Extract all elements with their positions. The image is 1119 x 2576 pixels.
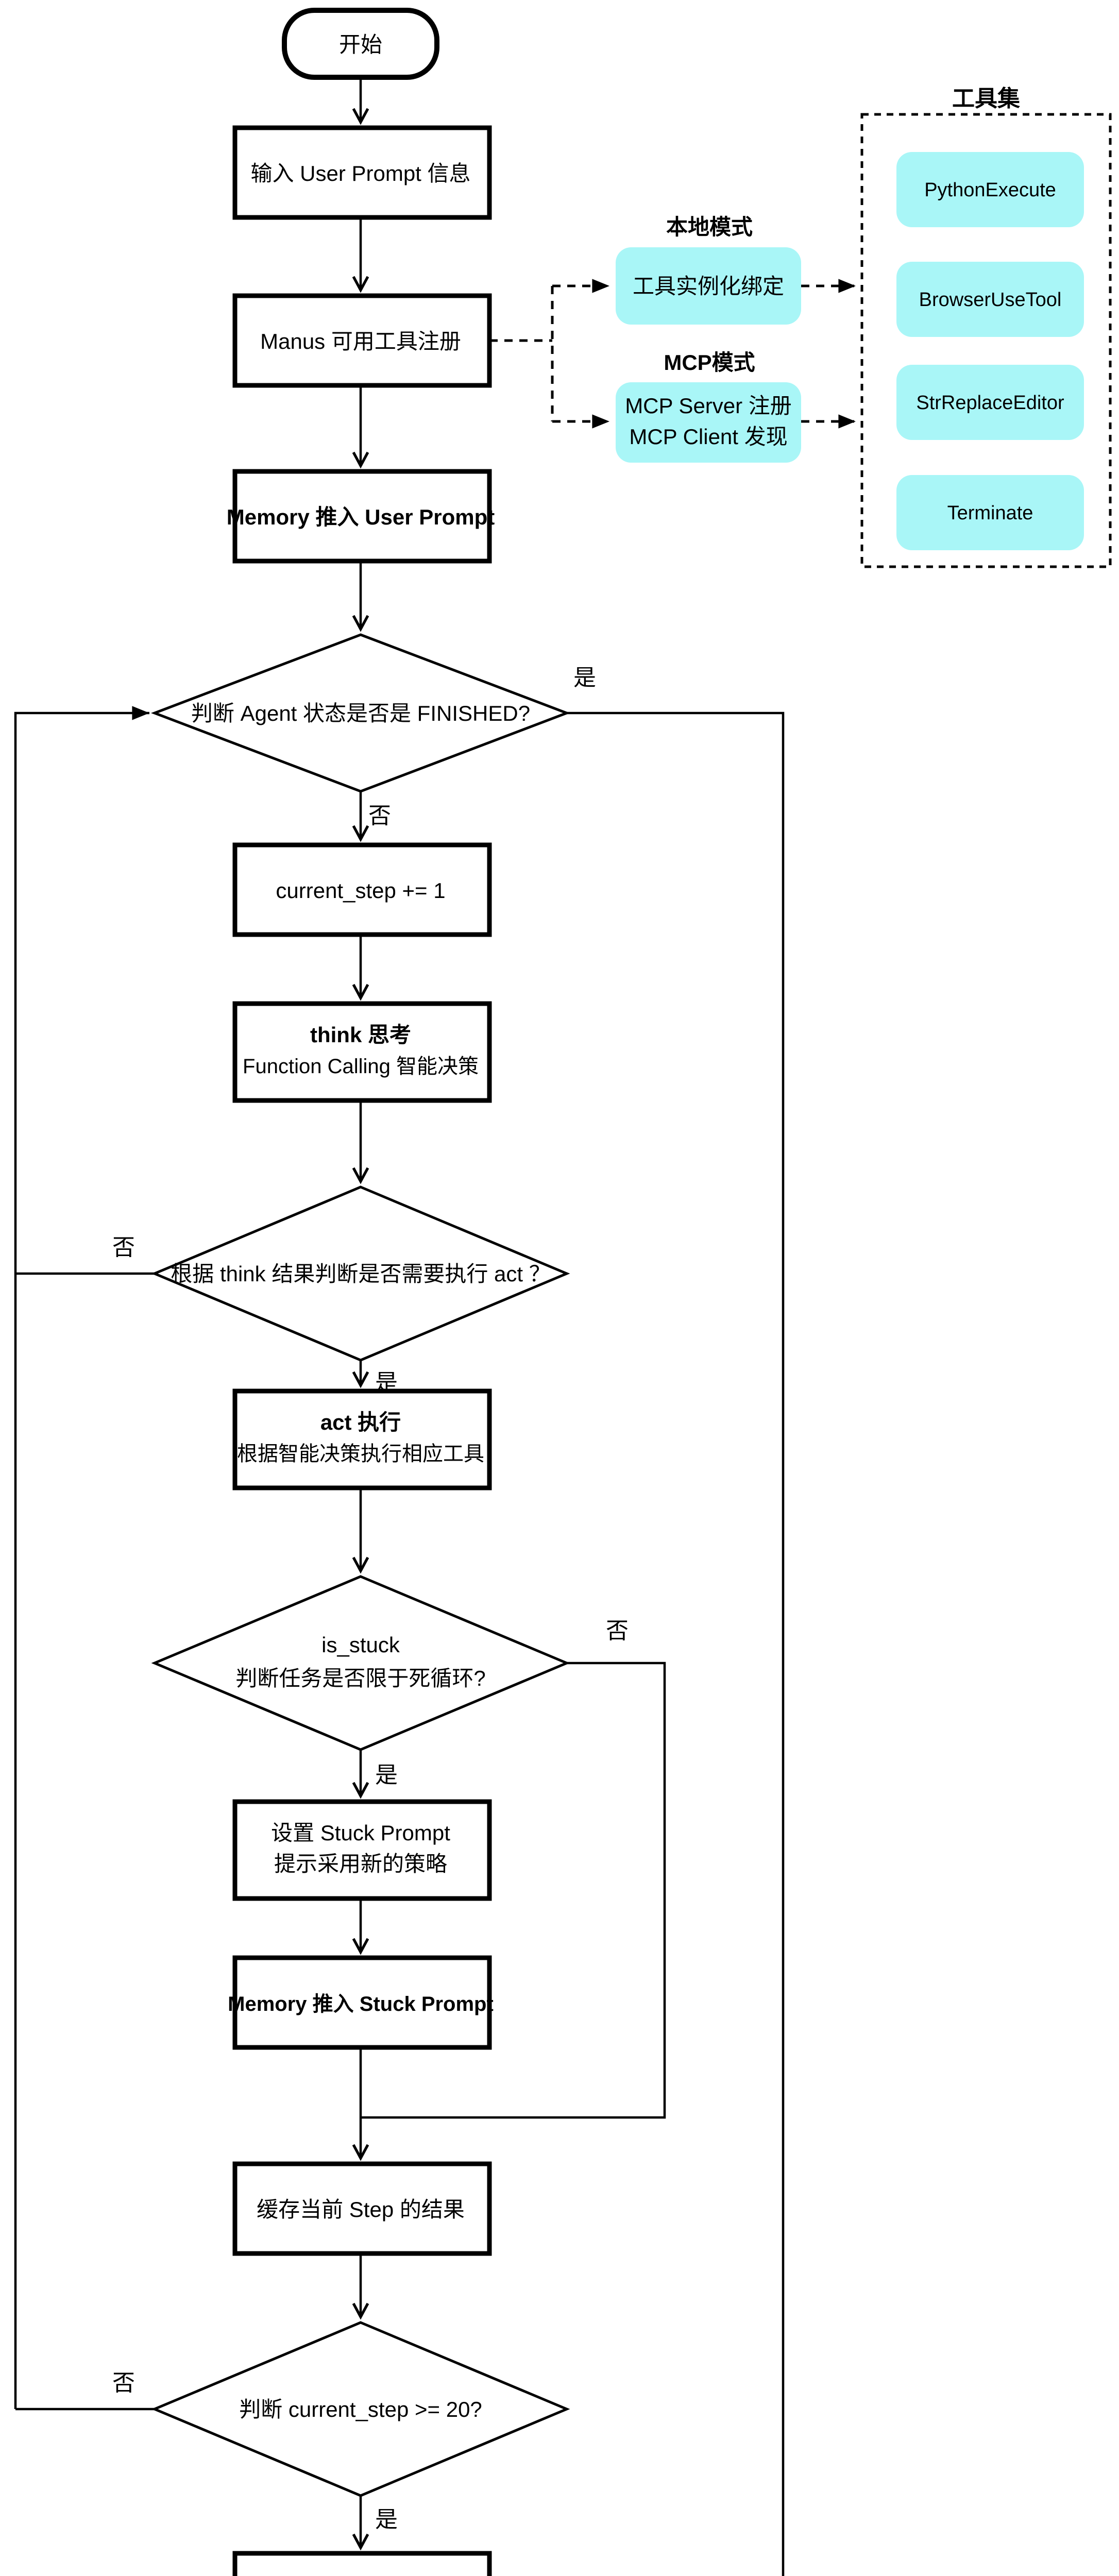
mcp-mode-box [616,382,801,463]
check-finished-diamond [150,633,571,793]
tool-str-replace-box [896,365,1084,440]
toolset-dashed-border [860,113,1112,568]
check-finished-label: 判断 Agent 状态是否是 FINISHED? [191,701,530,725]
check-max-step-label: 判断 current_step >= 20? [239,2397,482,2421]
edge-stuck-no-bypass [361,1662,666,2119]
mcp-mode-box-line2: MCP Client 发现 [629,425,787,449]
local-mode-label: 本地模式 [666,215,753,239]
think-title: think 思考 [310,1023,411,1047]
memory-push-user-label: Memory 推入 User Prompt [227,505,495,529]
tool-python-execute-label: PythonExecute [924,179,1056,201]
node-act: act 执行 根据智能决策执行相应工具 [232,1388,492,1490]
input-prompt-shape [232,125,492,220]
local-mode-group: 本地模式 工具实例化绑定 [616,215,801,325]
decision-check-act: 根据 think 结果判断是否需要执行 act ？ [151,1185,570,1362]
is-stuck-diamond [151,1575,570,1751]
node-think: think 思考 Function Calling 智能决策 [232,1001,492,1103]
mcp-mode-label: MCP模式 [664,350,755,375]
local-mode-box [616,247,801,325]
decision-check-finished: 判断 Agent 状态是否是 FINISHED? [150,633,571,793]
memory-push-user-shape [232,469,492,564]
node-cache-step-result: 缓存当前 Step 的结果 [232,2161,492,2256]
check-act-diamond [151,1185,570,1362]
set-stuck-line2: 提示采用新的策略 [274,1852,447,1876]
tool-browser-use-label: BrowserUseTool [919,289,1062,311]
node-set-idle: 设置 Agent 状态为 IDLE [232,2551,492,2576]
tool-terminate-box [896,475,1084,550]
edge-loop-back-to-finished [14,706,149,2409]
set-stuck-shape [232,1799,492,1901]
label-maxstep-no: 否 [112,2370,135,2396]
node-increment-step: current_step += 1 [232,842,492,937]
node-memory-push-stuck-prompt: Memory 推入 Stuck Prompt [228,1955,494,2050]
input-prompt-label: 输入 User Prompt 信息 [250,161,470,185]
act-shape [232,1388,492,1490]
think-shape [232,1001,492,1103]
set-idle-shape [232,2551,492,2576]
cache-step-shape [232,2161,492,2256]
decision-check-max-step: 判断 current_step >= 20? [151,2321,570,2497]
flow-edges [14,77,785,2576]
label-finished-no: 否 [368,803,391,828]
label-finished-yes: 是 [573,665,596,690]
act-title: act 执行 [320,1410,401,1434]
node-register-tools: Manus 可用工具注册 [232,293,492,388]
check-act-label: 根据 think 结果判断是否需要执行 act ？ [171,1262,550,1286]
is-stuck-line2: 判断任务是否限于死循环? [235,1666,485,1690]
tool-registration-edges [489,279,856,429]
node-start: 开始 [282,8,439,80]
mcp-mode-box-line1: MCP Server 注册 [625,394,792,418]
label-stuck-no: 否 [606,1618,629,1643]
node-memory-push-user-prompt: Memory 推入 User Prompt [227,469,495,564]
decision-is-stuck: is_stuck 判断任务是否限于死循环? [151,1575,570,1751]
node-set-stuck-prompt: 设置 Stuck Prompt 提示采用新的策略 [232,1799,492,1901]
register-tools-shape [232,293,492,388]
check-max-step-diamond [151,2321,570,2497]
edge-finished-yes-loop [567,711,785,2576]
label-stuck-yes: 是 [375,1762,398,1788]
node-input-prompt: 输入 User Prompt 信息 [232,125,492,220]
mcp-mode-group: MCP模式 MCP Server 注册 MCP Client 发现 [616,350,801,463]
tool-python-execute-box [896,152,1084,227]
increment-step-shape [232,842,492,937]
act-subtitle: 根据智能决策执行相应工具 [237,1443,484,1465]
toolset-container: 工具集 PythonExecute BrowserUseTool StrRepl… [860,86,1112,568]
is-stuck-line1: is_stuck [321,1633,400,1657]
label-checkact-no: 否 [112,1235,135,1260]
increment-step-label: current_step += 1 [276,878,445,903]
tool-terminate-label: Terminate [947,502,1033,524]
toolset-title: 工具集 [952,86,1020,111]
local-mode-box-label: 工具实例化绑定 [633,274,784,298]
memory-push-stuck-shape [232,1955,492,2050]
start-terminator-shape [282,8,439,80]
tool-browser-use-box [896,262,1084,337]
register-tools-label: Manus 可用工具注册 [260,329,461,353]
label-maxstep-yes: 是 [375,2507,398,2532]
think-subtitle: Function Calling 智能决策 [243,1055,479,1078]
cache-step-label: 缓存当前 Step 的结果 [257,2197,465,2222]
start-label: 开始 [339,32,382,57]
memory-push-stuck-label: Memory 推入 Stuck Prompt [228,1993,494,2015]
edge-labels: 是 否 否 是 否 是 否 是 [112,665,629,2532]
set-stuck-line1: 设置 Stuck Prompt [271,1821,450,1845]
tool-str-replace-label: StrReplaceEditor [916,392,1064,414]
